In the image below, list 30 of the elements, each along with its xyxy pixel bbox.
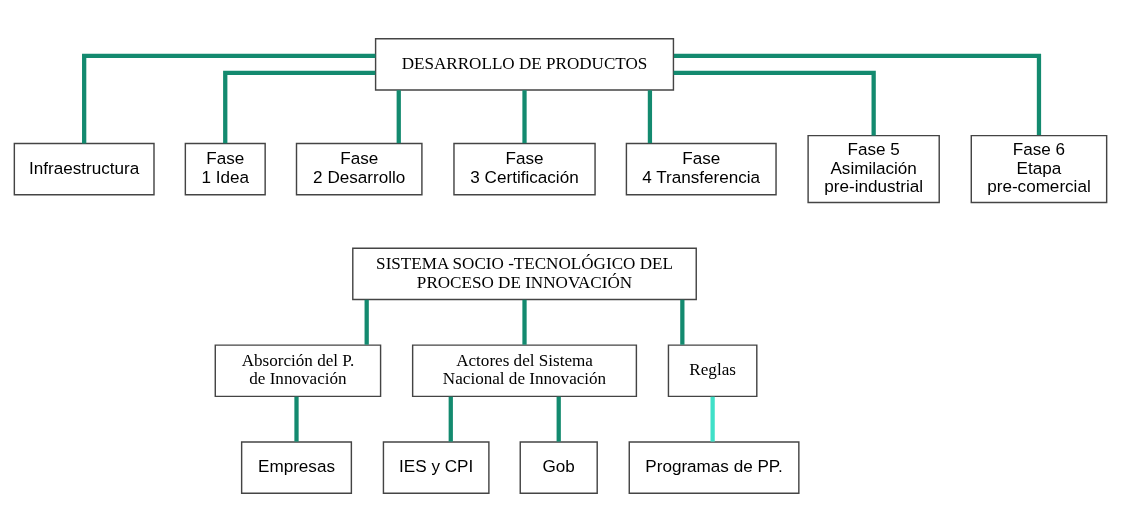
node-box: DESARROLLO DE PRODUCTOS — [374, 37, 675, 91]
node-box: Fase 3 Certificación — [453, 142, 596, 195]
node-box: Absorción del P. de Innovación — [214, 343, 382, 397]
connector — [556, 396, 561, 442]
node-box: Gob — [519, 440, 598, 494]
connector — [674, 53, 1042, 135]
node-box: Actores del Sistema Nacional de Innovación — [411, 343, 638, 397]
connector — [673, 70, 876, 135]
connector — [364, 299, 369, 345]
connector — [710, 396, 715, 442]
connector — [294, 396, 299, 442]
connector — [448, 396, 453, 442]
connector — [647, 89, 653, 143]
node-box: Fase 6 Etapa pre-comercial — [970, 134, 1108, 203]
node-box: SISTEMA SOCIO -TECNOLÓGICO DEL PROCESO DE INNOVACIÓN — [352, 246, 697, 300]
node-box: Fase 4 Transferencia — [625, 142, 777, 195]
connector — [522, 299, 527, 345]
node-box: Fase 2 Desarrollo — [295, 142, 423, 195]
node-box: Fase 5 Asimilación pre-industrial — [807, 134, 940, 203]
node-box: Reglas — [667, 343, 758, 397]
connector — [396, 89, 401, 143]
node-box: Infraestructura — [13, 142, 155, 195]
connector — [522, 89, 527, 143]
node-box: Empresas — [240, 440, 353, 494]
node-box: Programas de PP. — [628, 440, 800, 494]
connector — [82, 53, 376, 143]
connector — [680, 299, 685, 345]
connector — [223, 70, 376, 143]
node-box: Fase 1 Idea — [184, 142, 266, 195]
node-box: IES y CPI — [382, 440, 490, 494]
